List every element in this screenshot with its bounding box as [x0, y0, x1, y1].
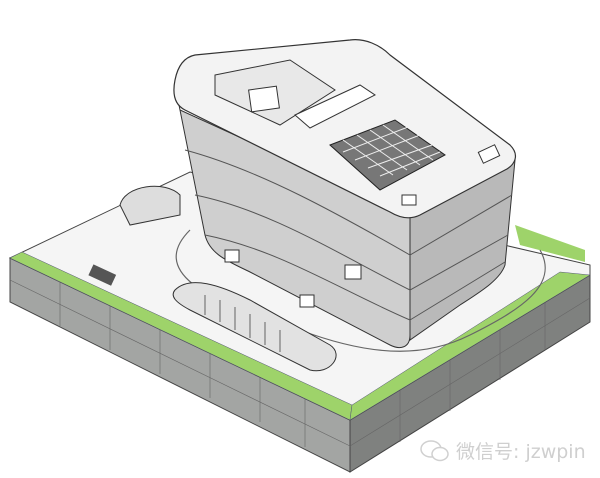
grass-patch-right: [515, 225, 585, 262]
watermark: 微信号: jzwpin: [420, 437, 586, 464]
window: [299, 294, 315, 308]
court-stripes: [204, 295, 281, 352]
wechat-icon: [420, 439, 449, 461]
roof-vent: [401, 194, 417, 206]
roof-vent: [477, 144, 501, 164]
window: [344, 264, 362, 280]
sunken-court: [172, 282, 337, 372]
solar-grid: [329, 119, 446, 191]
roof-block: [248, 85, 280, 113]
solar-grid-lines: [342, 124, 441, 177]
plaza-ring: [175, 229, 546, 352]
watermark-text: 微信号: jzwpin: [456, 441, 586, 463]
grass-strip-right: [349, 271, 591, 421]
kiosk: [88, 264, 117, 286]
slab-grid: [9, 279, 591, 447]
facade-bands: [184, 149, 513, 321]
window: [224, 249, 240, 263]
roof-bar: [294, 84, 376, 129]
pavilion-left: [119, 185, 181, 226]
